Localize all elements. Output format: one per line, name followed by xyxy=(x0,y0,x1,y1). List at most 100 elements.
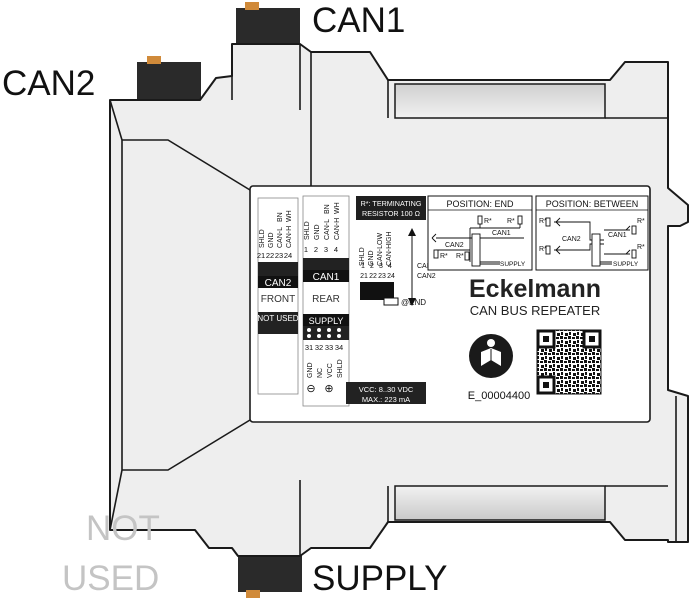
supply-pin-number: 34 xyxy=(335,343,343,352)
pin-label-gnd: GND xyxy=(268,232,275,248)
supply-pin-label-shld: SHLD xyxy=(337,359,344,378)
term-number: 23 xyxy=(378,273,386,280)
term-number: 1 xyxy=(361,263,365,270)
terminating-title: R*: TERMINATING xyxy=(361,199,422,208)
can2-label: CAN2 xyxy=(2,64,96,103)
position-between-schematic: POSITION: BETWEEN R* R* R* R* CAN2 CAN1 … xyxy=(535,195,649,271)
between-r1: R* xyxy=(539,218,547,225)
end-r4: R* xyxy=(456,253,464,260)
supply-pin-label-vcc: VCC xyxy=(327,363,334,378)
pin-number: 23 xyxy=(275,251,283,260)
between-can2: CAN2 xyxy=(562,236,581,243)
brand-logo: Eckelmann xyxy=(469,275,601,303)
not-used-label-line2: USED xyxy=(62,559,160,598)
terminating-subtitle: RESISTOR 100 Ω xyxy=(362,209,421,218)
between-r2: R* xyxy=(539,246,547,253)
pin-number: 22 xyxy=(266,251,274,260)
between-r3: R* xyxy=(637,218,645,225)
pin-number: 1 xyxy=(304,245,308,254)
term-number: 22 xyxy=(369,273,377,280)
pin-label-can-l: CAN-L xyxy=(277,227,284,248)
position-end-title: POSITION: END xyxy=(446,199,514,209)
pin-label-can-h: CAN-H xyxy=(334,218,341,240)
pin-label-can-h: CAN-H xyxy=(286,226,293,248)
position-end-schematic: POSITION: END R* R* CAN1 CAN2 R* R* SUPP… xyxy=(427,195,533,271)
term-number: 21 xyxy=(360,273,368,280)
pin-dot xyxy=(317,328,321,332)
end-supply: SUPPLY xyxy=(500,261,526,268)
can2-connector-label: CAN2 xyxy=(265,278,292,289)
wire-color-wh: WH xyxy=(286,210,293,222)
between-can1: CAN1 xyxy=(608,232,627,239)
housing-contours xyxy=(109,44,677,556)
pin-number: 4 xyxy=(334,245,338,254)
end-can1: CAN1 xyxy=(492,230,511,237)
end-r1: R* xyxy=(484,218,492,225)
pin-label-shld: SHLD xyxy=(304,221,311,240)
can1-terminal xyxy=(236,2,300,48)
pin-label-shld: SHLD xyxy=(259,229,266,248)
pin-number: 3 xyxy=(324,245,328,254)
term-pin-can-low: CAN-LOW xyxy=(377,233,384,266)
pin-label-can-l: CAN-L xyxy=(324,219,331,240)
pin-dot xyxy=(337,334,341,338)
term-pin-can-high: CAN-HIGH xyxy=(386,231,393,266)
end-r3: R* xyxy=(440,253,448,260)
end-r2: R* xyxy=(507,218,515,225)
pin-dot xyxy=(327,328,331,332)
pin-number: 21 xyxy=(257,251,265,260)
rear-label: REAR xyxy=(312,294,340,305)
end-can2: CAN2 xyxy=(445,242,464,249)
pin-dot xyxy=(307,334,311,338)
pin-dot xyxy=(337,328,341,332)
can1-connector-label: CAN1 xyxy=(313,272,340,283)
supply-pin-number: 33 xyxy=(325,343,333,352)
qr-code xyxy=(536,329,602,395)
end-label: @END xyxy=(401,298,426,307)
supply-label: SUPPLY xyxy=(312,559,448,598)
pin-label-gnd: GND xyxy=(314,224,321,240)
minus-symbol: ⊖ xyxy=(306,383,315,395)
can1-label: CAN1 xyxy=(312,1,406,40)
can2-terminal xyxy=(137,56,201,102)
supply-pin-number: 31 xyxy=(305,343,313,352)
position-between-title: POSITION: BETWEEN xyxy=(546,199,639,209)
document-id: E_00004400 xyxy=(468,390,530,402)
term-number: 3 xyxy=(379,263,383,270)
supply-pin-label-gnd: GND xyxy=(307,362,314,378)
between-r4: R* xyxy=(637,244,645,251)
supply-connector-label: SUPPLY xyxy=(309,316,344,326)
supply-pin-label-nc: NC xyxy=(317,368,324,378)
term-pin-gnd: GND xyxy=(368,250,375,266)
not-used-status: NOT USED xyxy=(257,314,298,323)
supply-terminal xyxy=(238,552,302,598)
pin-number: 2 xyxy=(314,245,318,254)
between-supply: SUPPLY xyxy=(613,261,639,268)
supply-pin-number: 32 xyxy=(315,343,323,352)
pin-dot xyxy=(317,334,321,338)
vcc-range: VCC: 8..30 VDC xyxy=(359,385,414,394)
pin-dot xyxy=(307,328,311,332)
term-can2-label: CAN2 xyxy=(417,273,436,280)
top-rail-slot xyxy=(394,83,606,119)
plus-symbol: ⊕ xyxy=(324,383,333,395)
bottom-rail-slot xyxy=(394,485,606,521)
term-can1-label: CAN1 xyxy=(417,263,436,270)
wire-color-wh: WH xyxy=(334,202,341,214)
term-number: 2 xyxy=(370,263,374,270)
pin-dot xyxy=(327,334,331,338)
wire-color-bn: BN xyxy=(277,212,284,222)
read-manual-icon xyxy=(469,334,513,378)
wire-color-bn: BN xyxy=(324,204,331,214)
term-pin-shld: SHLD xyxy=(359,247,366,266)
product-name: CAN BUS REPEATER xyxy=(470,303,601,318)
pin-number: 24 xyxy=(284,251,292,260)
term-number: 24 xyxy=(387,273,395,280)
term-number: 4 xyxy=(388,263,392,270)
front-label: FRONT xyxy=(261,294,295,305)
